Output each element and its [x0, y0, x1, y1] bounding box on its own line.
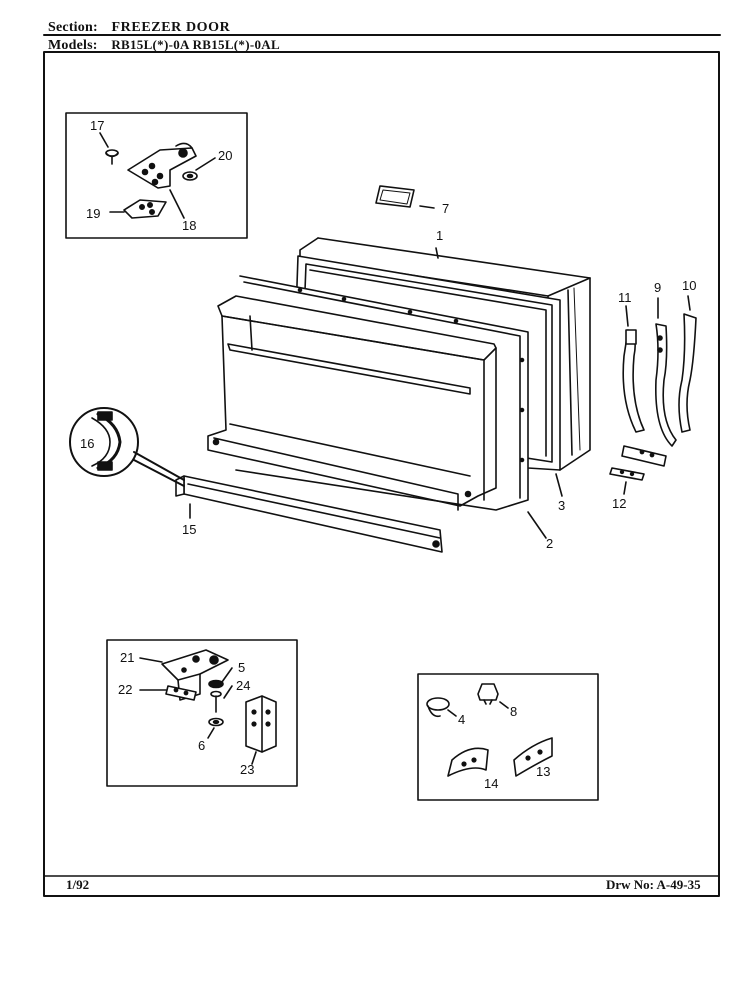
callout-numbers: 1 2 3 4 5 6 7 8 9 10 11 12 13 14 15 16 1…: [80, 118, 696, 791]
drawing-number: Drw No: A-49-35: [606, 877, 701, 892]
callout-11: 11: [618, 290, 632, 305]
callout-20: 20: [218, 148, 232, 163]
callout-14: 14: [484, 776, 498, 791]
trim-strip: [175, 475, 443, 553]
callout-3: 3: [558, 498, 565, 513]
inset-small-parts: [417, 673, 599, 801]
callout-16: 16: [80, 436, 94, 451]
models-header: Models: RB15L(*)-0A RB15L(*)-0AL: [48, 37, 280, 54]
models-label: Models:: [48, 38, 98, 53]
door-liner-frame: [235, 275, 547, 539]
section-value: FREEZER DOOR: [111, 20, 231, 35]
door-stop-parts: [609, 295, 697, 495]
callout-4: 4: [458, 712, 465, 727]
hinge-plate: [127, 142, 197, 189]
callout-19: 19: [86, 206, 100, 221]
footer-date: 1/92: [66, 877, 90, 892]
shim-plate: [123, 199, 167, 219]
label-plate: [375, 185, 435, 209]
section-label: Section:: [48, 20, 98, 35]
callout-21: 21: [120, 650, 134, 665]
models-value: RB15L(*)-0A RB15L(*)-0AL: [111, 37, 280, 52]
callout-24: 24: [236, 678, 250, 693]
callout-1: 1: [436, 228, 443, 243]
inset-hinge-top: [65, 112, 248, 239]
washer-part: [182, 171, 198, 181]
callout-15: 15: [182, 522, 196, 537]
callout-23: 23: [240, 762, 254, 777]
door-liner-bin: [207, 295, 497, 511]
callout-2: 2: [546, 536, 553, 551]
page-frame: [43, 51, 720, 897]
callout-7: 7: [442, 201, 449, 216]
callout-9: 9: [654, 280, 661, 295]
section-header: Section: FREEZER DOOR: [48, 20, 230, 36]
callout-12: 12: [612, 496, 626, 511]
callout-18: 18: [182, 218, 196, 233]
inset-hinge-bottom: [106, 639, 298, 787]
callout-13: 13: [536, 764, 550, 779]
detail-callout-circle: [69, 407, 185, 487]
callout-10: 10: [682, 278, 696, 293]
screw-part: [105, 149, 119, 165]
callout-6: 6: [198, 738, 205, 753]
callout-22: 22: [118, 682, 132, 697]
callout-5: 5: [238, 660, 245, 675]
callout-8: 8: [510, 704, 517, 719]
callout-17: 17: [90, 118, 104, 133]
